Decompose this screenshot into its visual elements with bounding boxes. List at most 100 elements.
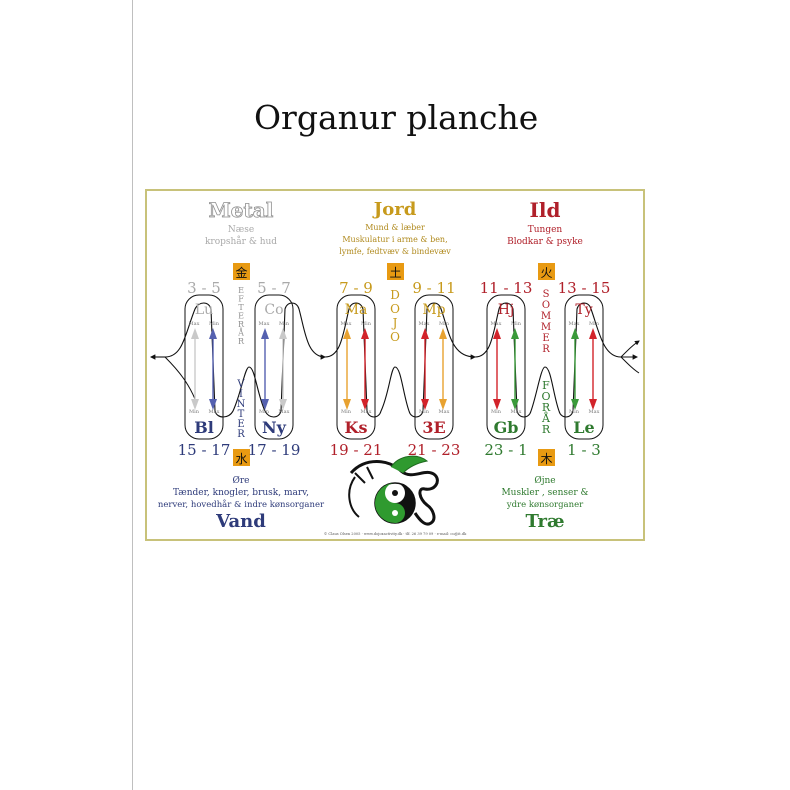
max-label: Max: [419, 321, 430, 327]
element-jord-line2: Muskulatur i arme & ben,: [342, 235, 447, 244]
organ-bottom-time: 17 - 19: [248, 441, 301, 459]
organ-top-label: Mp: [422, 302, 445, 318]
element-metal-line2: kropshår & hud: [205, 235, 277, 247]
max-label: Max: [439, 409, 450, 415]
page-margin-rule: [132, 0, 133, 790]
season-letter: O: [390, 302, 400, 316]
vand-glyph: 水: [235, 452, 247, 466]
element-trae-line2: Muskler , senser &: [501, 488, 588, 498]
season-letter: R: [542, 344, 550, 355]
max-label: Max: [341, 321, 352, 327]
page-title: Organur planche: [254, 98, 539, 137]
season-letter: N: [237, 399, 246, 410]
jord-glyph: 土: [389, 266, 401, 280]
element-jord-name: Jord: [372, 199, 417, 220]
season-letter: E: [238, 286, 244, 295]
organ-bottom-time: 15 - 17: [178, 441, 231, 459]
max-label: Max: [209, 409, 220, 415]
season-letter: R: [542, 423, 551, 436]
jord-sign-icon: 土: [387, 263, 404, 280]
season-letter: O: [390, 330, 400, 344]
element-metal-name: Metal: [209, 198, 274, 222]
organ-bottom-time: 23 - 1: [484, 441, 527, 459]
season-letter: Å: [541, 411, 551, 425]
ild-sign-icon: 火: [538, 263, 555, 280]
organ-loop-outline: [564, 294, 604, 440]
element-metal-line1: Næse: [228, 225, 254, 235]
organ-loop-outline: [254, 294, 294, 440]
element-jord-line1: Mund & læber: [365, 223, 425, 232]
season-letter: F: [542, 379, 550, 392]
min-label: Min: [341, 409, 352, 415]
metal-glyph: 金: [235, 265, 247, 280]
organ-bottom-time: 19 - 21: [330, 441, 383, 459]
energy-arrow-icon: [343, 328, 351, 410]
season-letter: V: [236, 379, 245, 390]
organ-top-time: 7 - 9: [339, 279, 373, 297]
organ-bottom-time: 21 - 23: [408, 441, 461, 459]
min-label: Min: [279, 321, 290, 327]
min-label: Min: [569, 409, 580, 415]
chart-frame: [145, 189, 645, 541]
ild-glyph: 火: [540, 266, 552, 280]
vand-sign-icon: 水: [233, 449, 250, 466]
season-letter: J: [391, 316, 398, 330]
organ-bottom-label: Ks: [345, 418, 368, 437]
min-label: Min: [419, 409, 430, 415]
min-label: Min: [189, 409, 200, 415]
element-vand-name: Vand: [215, 511, 266, 532]
season-letter: R: [237, 429, 245, 440]
element-ild-line1: Tungen: [528, 225, 563, 235]
max-label: Max: [491, 321, 502, 327]
max-label: Max: [511, 409, 522, 415]
energy-arrow-icon: [191, 328, 199, 410]
season-letter: Å: [237, 329, 244, 338]
organ-bottom-label: Le: [573, 418, 594, 437]
min-label: Min: [491, 409, 502, 415]
energy-arrow-icon: [361, 328, 369, 410]
season-letter: O: [542, 300, 550, 311]
element-ild-line2: Blodkar & psyke: [507, 237, 583, 247]
max-label: Max: [259, 321, 270, 327]
energy-arrow-icon: [571, 328, 579, 410]
energy-arrow-icon: [511, 328, 519, 410]
max-label: Max: [189, 321, 200, 327]
season-letter: M: [541, 311, 551, 322]
organ-bottom-label: Bl: [194, 418, 214, 437]
organ-top-time: 9 - 11: [412, 279, 455, 297]
element-trae-line1: Øjne: [534, 475, 555, 486]
min-label: Min: [589, 321, 600, 327]
season-letter: E: [237, 419, 244, 430]
organ-top-label: Lu: [195, 302, 213, 318]
element-trae-name: Træ: [525, 511, 564, 532]
element-trae-line3: ydre kønsorganer: [506, 500, 584, 510]
organ-bottom-label: 3E: [422, 418, 445, 437]
season-letter: S: [543, 289, 550, 300]
organ-top-label: Co: [264, 302, 283, 318]
energy-arrow-icon: [421, 328, 429, 410]
copyright-footer: © Claus Olsen 2005 · www.dojoxactivity.d…: [324, 531, 467, 536]
season-letter: D: [390, 288, 400, 302]
min-label: Min: [361, 321, 372, 327]
organ-top-time: 5 - 7: [257, 279, 291, 297]
season-letter: E: [542, 333, 549, 344]
organ-top-time: 13 - 15: [558, 279, 611, 297]
element-vand-line2: Tænder, knogler, brusk, marv,: [173, 488, 309, 498]
organ-loop-outline: [486, 294, 526, 440]
organ-bottom-label: Gb: [494, 418, 519, 437]
season-letter: T: [238, 303, 244, 312]
max-label: Max: [569, 321, 580, 327]
trae-glyph: 木: [540, 452, 552, 466]
organ-top-time: 11 - 13: [480, 279, 533, 297]
season-letter: R: [542, 401, 551, 414]
